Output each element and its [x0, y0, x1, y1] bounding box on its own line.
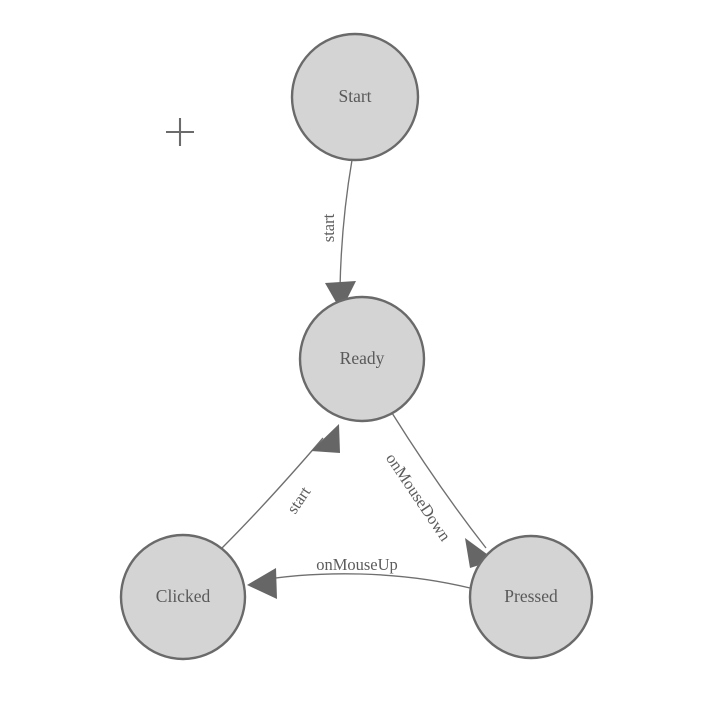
node-clicked[interactable]: Clicked	[119, 533, 247, 661]
node-shape[interactable]	[119, 533, 247, 661]
node-layer: Start Ready Clicked Pressed	[119, 32, 594, 661]
arrowhead-icon	[247, 568, 277, 599]
edge-label-onmousedown: onMouseDown	[382, 450, 455, 545]
edge-line[interactable]	[254, 573, 471, 589]
node-shape[interactable]	[468, 534, 594, 660]
edge-start-to-ready[interactable]: start	[319, 159, 356, 311]
edge-line[interactable]	[339, 159, 353, 289]
node-start[interactable]: Start	[290, 32, 420, 162]
edge-ready-to-pressed[interactable]: onMouseDown	[382, 412, 495, 568]
edge-clicked-to-ready[interactable]: start	[221, 424, 340, 549]
edge-label-onmouseup: onMouseUp	[316, 555, 398, 574]
edge-line[interactable]	[391, 412, 487, 549]
node-ready[interactable]: Ready	[298, 295, 426, 423]
node-pressed[interactable]: Pressed	[468, 534, 594, 660]
edge-label-start-return: start	[283, 483, 315, 518]
crosshair-icon	[166, 118, 194, 146]
edge-line[interactable]	[221, 437, 324, 549]
arrowhead-icon	[311, 424, 340, 453]
arrowhead-icon	[325, 281, 356, 311]
edge-label-start: start	[319, 213, 338, 242]
node-shape[interactable]	[290, 32, 420, 162]
edge-pressed-to-clicked[interactable]: onMouseUp	[247, 555, 471, 599]
node-shape[interactable]	[298, 295, 426, 423]
